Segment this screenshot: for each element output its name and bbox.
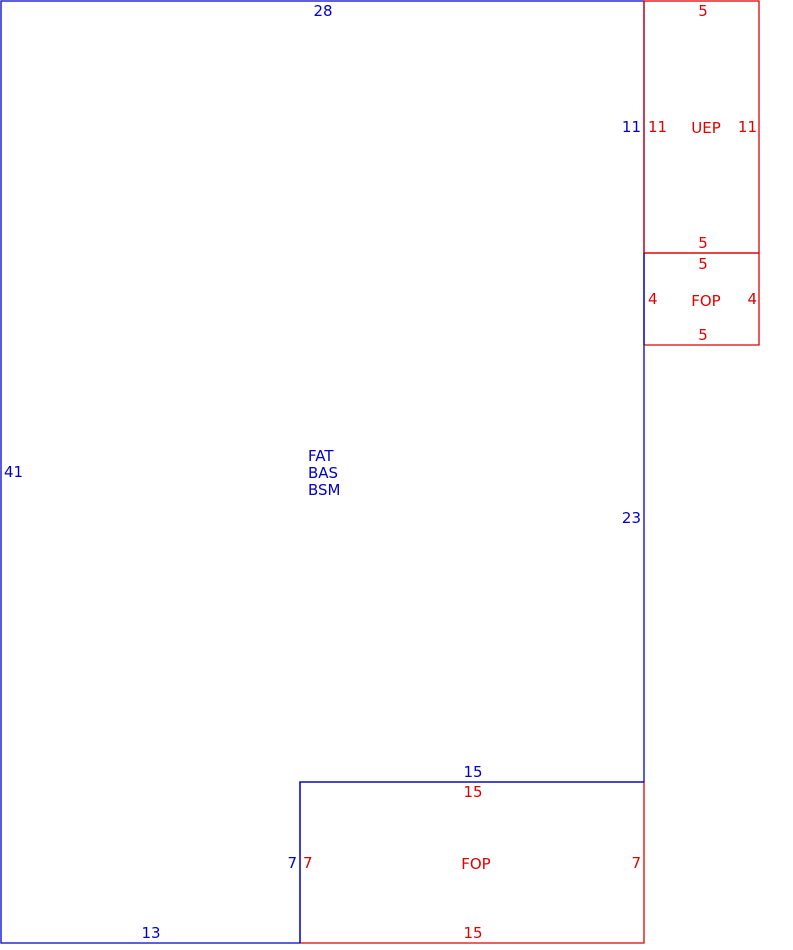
main-area-code-bsm: BSM (308, 481, 341, 499)
main-dim-notch-top: 15 (463, 763, 482, 781)
fop-upper-dim-right: 4 (747, 290, 757, 308)
fop-upper-outline (644, 252, 760, 346)
main-dim-bottom: 13 (141, 924, 160, 942)
uep-dim-bottom: 5 (698, 234, 708, 252)
fop-lower-dim-bottom: 15 (463, 924, 482, 942)
fop-upper-dim-top: 5 (698, 255, 708, 273)
main-area-code-fat: FAT (308, 447, 334, 465)
main-dim-right-upper: 11 (622, 118, 641, 136)
main-dim-left: 41 (4, 463, 23, 481)
main-dim-right-lower: 23 (622, 509, 641, 527)
main-dim-top: 28 (313, 2, 332, 20)
uep-dim-top: 5 (698, 2, 708, 20)
uep-dim-left: 11 (648, 118, 667, 136)
fop-lower-dim-top: 15 (463, 783, 482, 801)
fop-lower-code: FOP (461, 855, 490, 873)
fop-lower-shared-wall (299, 781, 644, 943)
main-area-code-bas: BAS (308, 464, 338, 482)
fop-lower-outline (300, 782, 645, 944)
main-dim-notch-left: 7 (287, 854, 297, 872)
fop-upper-dim-bottom: 5 (698, 326, 708, 344)
fop-lower-dim-right: 7 (631, 854, 641, 872)
fop-upper-dim-left: 4 (648, 290, 658, 308)
fop-upper-code: FOP (691, 292, 720, 310)
uep-room-code: UEP (691, 119, 721, 137)
fop-lower-dim-left: 7 (303, 854, 313, 872)
uep-dim-right: 11 (738, 118, 757, 136)
